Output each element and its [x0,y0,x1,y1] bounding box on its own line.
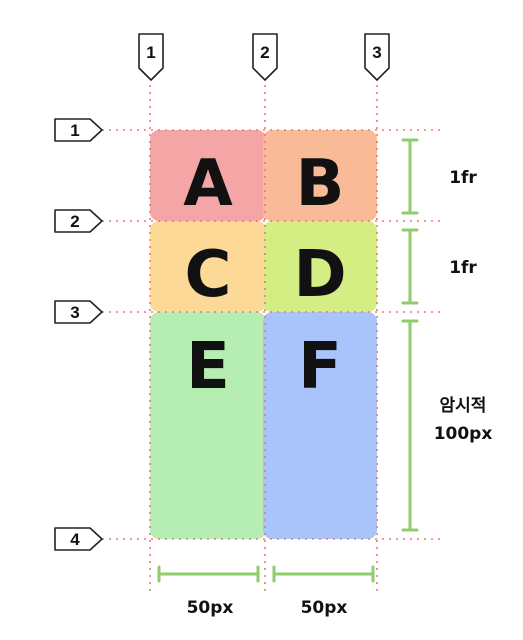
row-marker-4-label: 4 [70,530,80,549]
grid-cells: A B C D E F [150,130,377,539]
row-marker-2: 2 [54,209,103,233]
row-marker-4: 4 [54,527,103,551]
row-marker-3-tag-icon [54,300,103,324]
row-2-dimension-bracket [401,228,419,305]
column-marker-3-tag-icon [364,33,390,81]
column-markers: 1 2 3 [138,33,390,81]
row-marker-4-tag-icon [54,527,103,551]
column-marker-3-label: 3 [372,43,381,62]
row-marker-3-label: 3 [70,303,79,322]
column-marker-2: 2 [252,33,278,81]
row-markers: 1 2 3 4 [54,118,103,551]
row-marker-1-label: 1 [70,121,79,140]
cell-e-label: E [186,330,230,404]
column-1-dimension-bracket [157,565,260,583]
grid-lines [102,85,440,592]
cell-a-label: A [183,147,233,221]
column-marker-1-tag-icon [138,33,164,81]
implicit-row-label: 암시적 [440,396,487,416]
cell-b [263,130,377,221]
row-2-size-label: 1fr [449,258,477,278]
cell-d [263,221,377,312]
cell-f [263,312,377,539]
cell-c-label: C [185,238,232,312]
cell-b-label: B [296,147,345,221]
row-dimensions [401,138,419,532]
row-marker-1: 1 [54,118,103,142]
cell-e [150,312,266,539]
cell-d-label: D [293,238,346,312]
row-1-dimension-bracket [401,138,419,215]
column-2-dimension-bracket [272,565,375,583]
column-dimensions [157,565,375,583]
row-marker-2-label: 2 [70,212,79,231]
cell-c [150,221,266,312]
column-1-size-label: 50px [187,598,234,618]
column-marker-3: 3 [364,33,390,81]
row-marker-1-tag-icon [54,118,103,142]
column-marker-1: 1 [138,33,164,81]
cell-a [150,130,266,221]
implicit-row-size-label: 100px [434,424,493,444]
column-2-size-label: 50px [301,598,348,618]
row-3-dimension-bracket [401,319,419,532]
column-marker-2-tag-icon [252,33,278,81]
row-1-size-label: 1fr [449,168,477,188]
row-marker-2-tag-icon [54,209,103,233]
row-marker-3: 3 [54,300,103,324]
cell-f-label: F [298,330,342,404]
column-marker-1-label: 1 [146,43,155,62]
column-marker-2-label: 2 [260,43,269,62]
